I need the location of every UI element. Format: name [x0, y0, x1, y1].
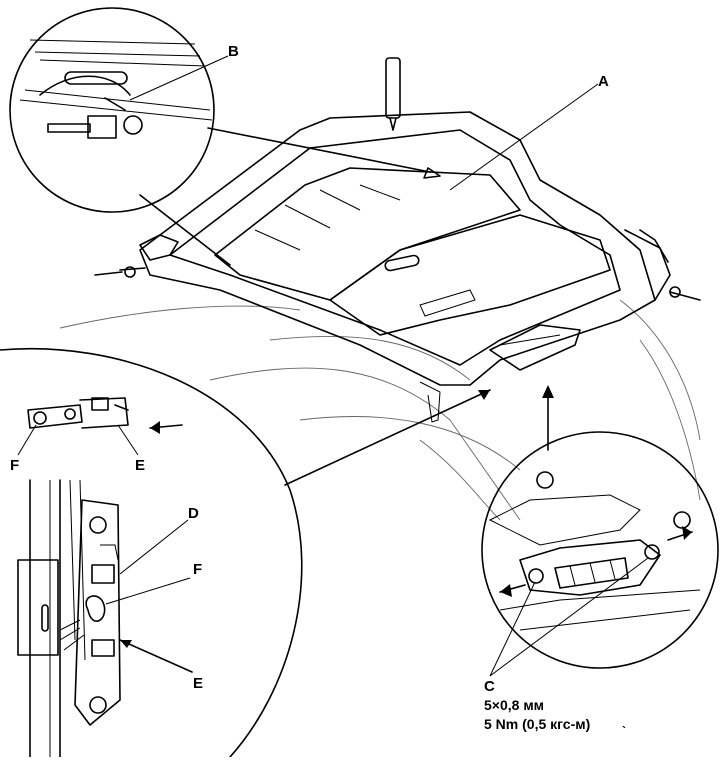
detail-c-circle: [481, 431, 719, 677]
detail-rail-arrowhead: [478, 390, 490, 400]
detail-b-pointer-line: [207, 127, 431, 173]
callout-f-rail: F: [193, 561, 203, 578]
callout-a: A: [598, 73, 609, 90]
leader-a: [449, 83, 599, 191]
callout-e-rail: E: [193, 675, 204, 692]
callout-e-small-part: E: [135, 457, 146, 474]
callout-b: B: [228, 43, 239, 60]
detail-rail-circle: [0, 347, 303, 758]
detail-b-circle: [9, 7, 215, 213]
bolt-size-spec: 5×0,8 мм: [484, 697, 545, 713]
sunroof-frame: [94, 57, 701, 423]
detail-b-lower-line: [139, 194, 231, 266]
stray-mark: `: [622, 724, 626, 738]
callout-f-small-part: F: [10, 457, 20, 474]
torque-spec: 5 Nm (0,5 кгс-м): [484, 716, 591, 732]
detail-b-arrowhead: [423, 167, 441, 179]
detail-c-arrowhead: [542, 385, 554, 398]
callout-c: C: [484, 678, 495, 695]
detail-rail-pointer-line: [284, 389, 491, 486]
callout-d: D: [188, 505, 199, 522]
car-body-outline: [59, 299, 701, 521]
leader-b: [129, 55, 229, 101]
